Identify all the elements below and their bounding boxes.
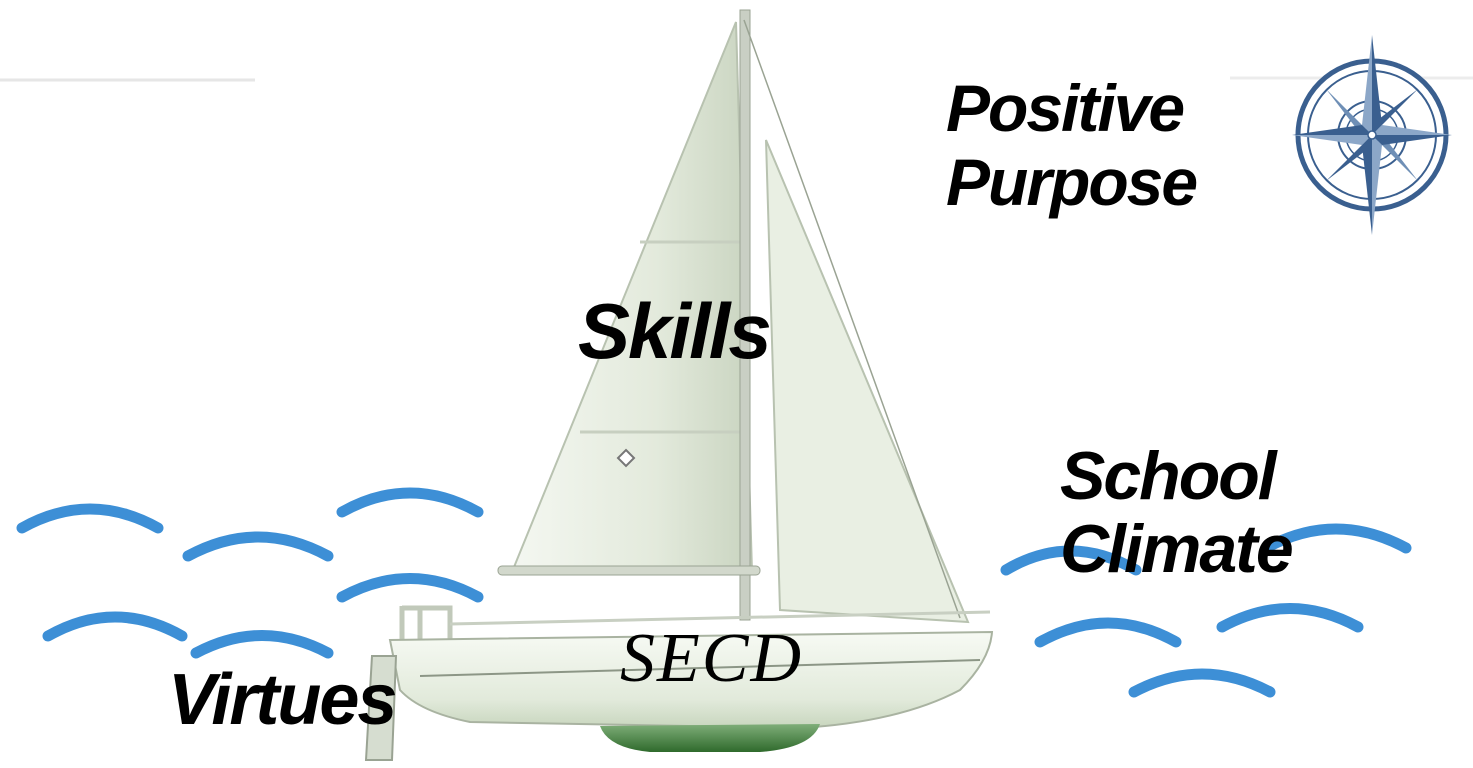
positive-purpose-line2: Purpose	[946, 144, 1198, 219]
positive-purpose-line1: Positive	[946, 71, 1185, 145]
wave	[16, 503, 164, 534]
deck-rail	[449, 610, 991, 626]
outboard-motor	[364, 655, 398, 761]
keel	[600, 724, 820, 752]
wave	[336, 487, 484, 518]
secd-text: SECD	[620, 620, 803, 697]
skills-label: Skills	[578, 292, 772, 370]
sail-window	[616, 448, 636, 468]
compass-rose-icon	[1292, 35, 1452, 235]
wave	[1216, 603, 1364, 633]
wave	[1034, 617, 1182, 648]
forestay	[743, 19, 961, 619]
secd-hull-label: SECD	[620, 624, 803, 694]
mast	[739, 9, 751, 621]
waves	[16, 487, 1412, 698]
hull	[388, 630, 994, 730]
wave	[190, 630, 334, 659]
school-climate-line2: Climate	[1060, 511, 1294, 588]
positive-purpose-label: Positive Purpose	[946, 71, 1198, 220]
skills-text: Skills	[578, 287, 772, 375]
wave	[1128, 668, 1276, 698]
wave	[182, 531, 334, 562]
wave	[42, 611, 188, 642]
jib-sail	[765, 139, 970, 624]
wave	[1000, 545, 1142, 576]
wave	[336, 573, 484, 603]
virtues-label: Virtues	[168, 664, 397, 736]
virtues-text: Virtues	[168, 660, 397, 740]
school-climate-label: School Climate	[1060, 438, 1294, 588]
school-climate-line1: School	[1060, 438, 1277, 514]
hull-stripe	[419, 659, 981, 677]
boom	[497, 565, 761, 576]
wave	[1260, 523, 1412, 554]
